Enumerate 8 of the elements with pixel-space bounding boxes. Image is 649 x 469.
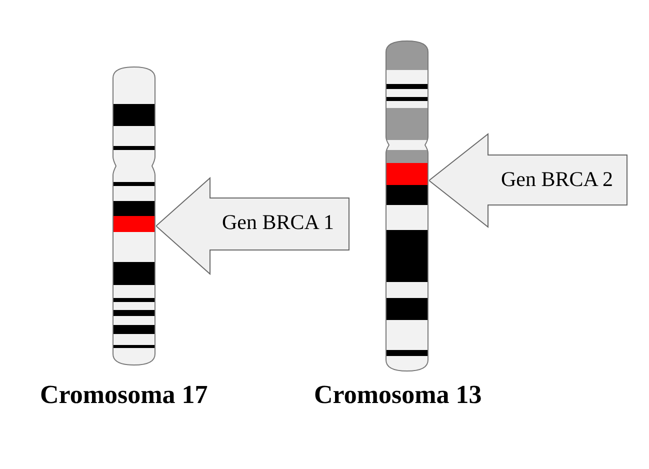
block-arrow: [429, 133, 628, 228]
block-arrow: [156, 177, 350, 275]
chromosome-caption: Cromosoma 17: [40, 380, 208, 410]
edge-label: Gen BRCA 2: [501, 167, 614, 192]
chromosome-caption: Cromosoma 13: [314, 380, 482, 410]
chromosome-drawing: [112, 66, 156, 366]
chromosome-drawing: [385, 40, 429, 372]
edge-label: Gen BRCA 1: [222, 210, 334, 235]
